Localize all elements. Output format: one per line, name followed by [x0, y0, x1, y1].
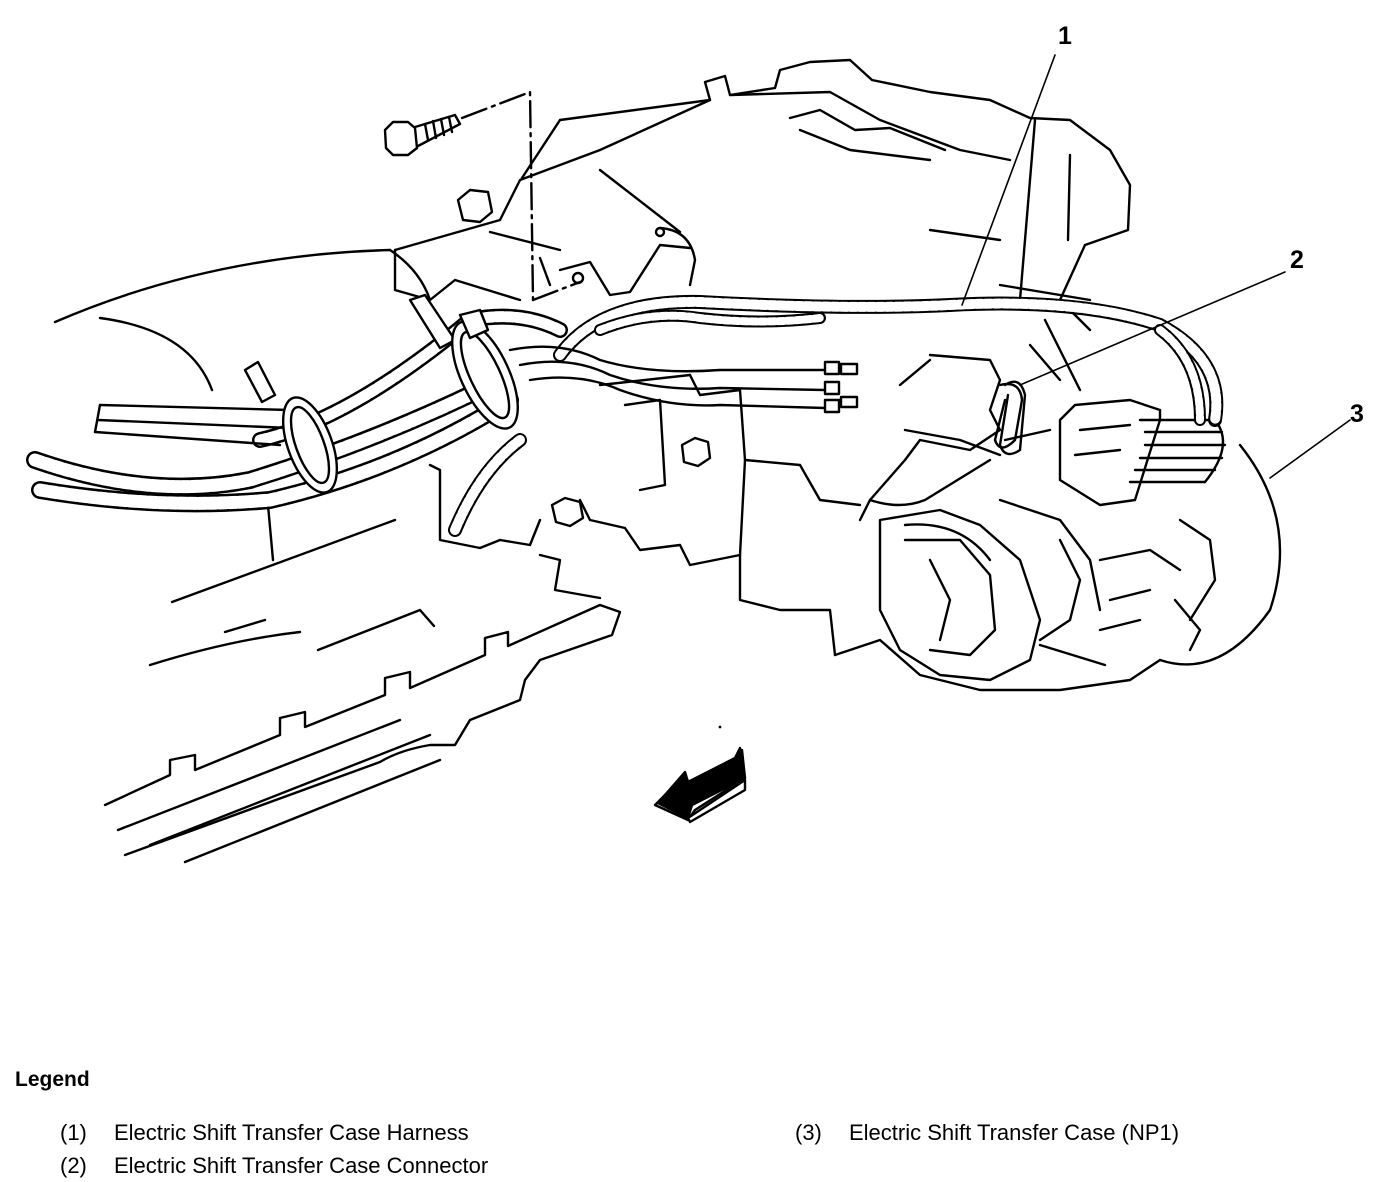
- transfer-case-harness: [553, 294, 1224, 427]
- pigtail-wires: [508, 345, 859, 414]
- connector-body: [1058, 398, 1227, 507]
- case-bolt-head: [456, 188, 712, 528]
- legend-item-2: (2) Electric Shift Transfer Case Connecto…: [60, 1153, 488, 1179]
- legend-item-3-number: (3): [795, 1120, 822, 1145]
- transfer-case-lower: [428, 373, 1282, 692]
- oil-pan: [103, 553, 622, 864]
- callout-1: 1: [1058, 22, 1072, 50]
- leader-1: [961, 54, 1056, 306]
- legend-item-2-label: Electric Shift Transfer Case Connector: [114, 1153, 489, 1178]
- leader-3: [1269, 419, 1351, 479]
- legend-item-1-number: (1): [60, 1120, 87, 1145]
- bolt: [383, 113, 462, 157]
- transmission-housing: [53, 248, 436, 667]
- transfer-case-body: [393, 58, 1132, 392]
- callout-2: 2: [1290, 246, 1304, 274]
- legend-title: Legend: [15, 1068, 90, 1091]
- legend-item-1-label: Electric Shift Transfer Case Harness: [114, 1120, 469, 1145]
- cable-clamp: [243, 293, 519, 494]
- legend-item-3-label: Electric Shift Transfer Case (NP1): [849, 1120, 1180, 1145]
- shift-motor-housing: [858, 353, 1052, 522]
- leader-2: [1019, 271, 1286, 386]
- bolt-alignment-line: [460, 90, 582, 302]
- legend-item-1: (1) Electric Shift Transfer Case Harness: [60, 1120, 469, 1146]
- mounting-bracket: [538, 226, 692, 297]
- transfer-case-illustration: [26, 54, 1351, 864]
- legend-item-3: (3) Electric Shift Transfer Case (NP1): [795, 1120, 1179, 1146]
- callout-leaders: [961, 54, 1351, 479]
- legend-item-2-number: (2): [60, 1153, 87, 1178]
- callout-3: 3: [1350, 400, 1364, 428]
- wire-bundle: [26, 308, 568, 537]
- front-direction-arrow: [653, 746, 747, 824]
- output-shaft-flange: [878, 498, 1217, 682]
- retaining-clip: [998, 380, 1027, 456]
